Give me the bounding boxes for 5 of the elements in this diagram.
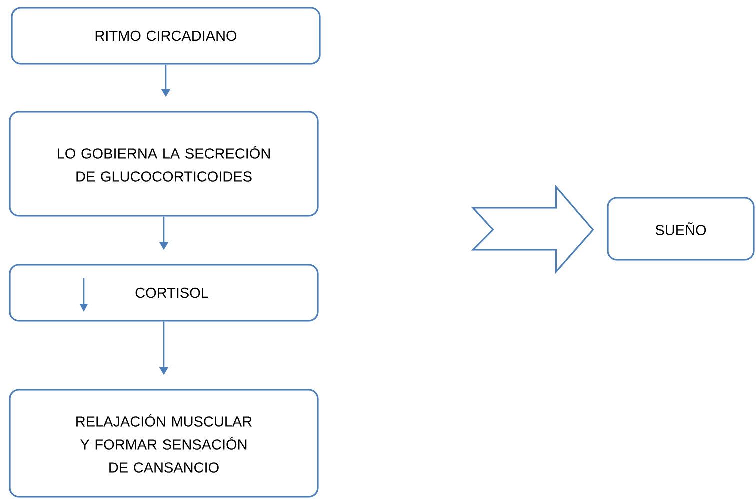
process-box: RITMO CIRCADIANO bbox=[11, 7, 321, 65]
process-box: CORTISOL bbox=[9, 264, 319, 322]
process-box: RELAJACIÓN MUSCULAR Y FORMAR SENSACIÓN DE CANSANCIO bbox=[9, 389, 319, 498]
process-box: SUEÑO bbox=[607, 197, 755, 261]
process-box: LO GOBIERNA LA SECRECIÓN DE GLUCOCORTICOIDES bbox=[9, 111, 319, 217]
